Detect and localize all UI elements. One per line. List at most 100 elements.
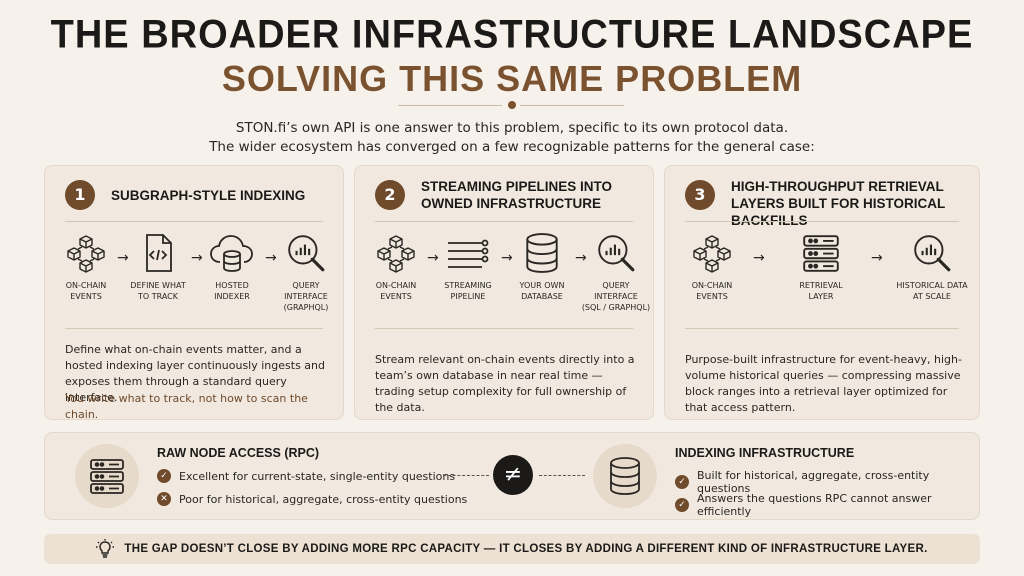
flow-step-retrieval-layer: RETRIEVAL LAYER [786, 232, 856, 302]
step-label: RETRIEVAL [799, 281, 843, 290]
card-description: Define what on-chain events matter, and … [65, 343, 325, 404]
flow-diagram: ON-CHAIN EVENTS → STREAMING PIPELINE → YOU… [361, 232, 650, 322]
intro-text: STON.fi’s own API is one answer to this … [0, 119, 1024, 157]
pattern-card-streaming: 2 STREAMING PIPELINES INTO OWNED INFRAST… [354, 165, 654, 420]
step-label: EVENTS [696, 292, 728, 301]
cloud-database-icon [210, 235, 253, 272]
intro-line-1: STON.fi’s own API is one answer to this … [235, 120, 789, 136]
arrow-right-icon: → [265, 250, 277, 266]
card-number-badge: 3 [685, 180, 715, 210]
server-rack-icon [90, 459, 124, 494]
point-text: Built for historical, aggregate, cross-e… [697, 469, 930, 495]
card-divider [375, 328, 633, 329]
step-label: AT SCALE [913, 292, 951, 301]
dashed-connector-left [443, 475, 489, 476]
arrow-right-icon: → [191, 250, 203, 266]
card-divider [65, 221, 323, 222]
code-file-icon [146, 234, 172, 272]
flow-step-define-track: DEFINE WHAT TO TRACK [123, 232, 193, 302]
dashed-connector-right [539, 475, 585, 476]
flow-step-query-interface: QUERY INTERFACE (GRAPHQL) [271, 232, 341, 313]
indexing-icon-circle [593, 444, 657, 508]
rpc-icon-circle [75, 444, 139, 508]
step-label: PIPELINE [450, 292, 486, 301]
magnifier-chart-icon [287, 234, 325, 272]
flow-step-query-interface: QUERY INTERFACE (SQL / GRAPHQL) [581, 232, 651, 313]
arrow-right-icon: → [575, 250, 587, 266]
footer-banner: THE GAP DOESN’T CLOSE BY ADDING MORE RPC… [44, 534, 980, 564]
pattern-card-subgraph: 1 SUBGRAPH-STYLE INDEXING ON-CHAIN EVENTS… [44, 165, 344, 421]
step-label: EVENTS [70, 292, 102, 301]
arrow-right-icon: → [427, 250, 439, 266]
card-title: SUBGRAPH-STYLE INDEXING [111, 187, 306, 203]
rpc-title: RAW NODE ACCESS (RPC) [157, 446, 320, 460]
step-label: YOUR OWN [519, 281, 565, 290]
title-divider-dot [508, 101, 516, 109]
flow-step-own-database: YOUR OWN DATABASE [507, 232, 577, 302]
check-icon: ✓ [675, 498, 689, 512]
page-subtitle: SOLVING THIS SAME PROBLEM [221, 58, 803, 99]
step-label: LAYER [808, 292, 834, 301]
card-emphasis: You write what to track, not how to scan… [65, 392, 308, 421]
step-label: (SQL / GRAPHQL) [581, 303, 651, 312]
step-label: QUERY INTERFACE [594, 281, 638, 301]
indexing-point-1: ✓ Built for historical, aggregate, cross… [675, 469, 979, 495]
step-label: ON-CHAIN [65, 281, 107, 290]
footer-text: THE GAP DOESN’T CLOSE BY ADDING MORE RPC… [124, 543, 928, 555]
card-number-badge: 1 [65, 180, 95, 210]
flow-step-streaming-pipeline: STREAMING PIPELINE [433, 232, 503, 302]
flow-step-hosted-indexer: HOSTED INDEXER [197, 232, 267, 302]
card-divider [685, 221, 959, 222]
database-icon [526, 233, 558, 273]
arrow-right-icon: → [117, 250, 129, 266]
cross-icon: ✕ [157, 492, 171, 506]
blockchain-cubes-icon [693, 235, 731, 273]
comparison-panel: RAW NODE ACCESS (RPC) ✓ Excellent for cu… [44, 432, 980, 520]
flow-step-onchain-events: ON-CHAIN EVENTS [51, 232, 121, 302]
rpc-point-pro: ✓ Excellent for current-state, single-en… [157, 469, 455, 483]
step-label: DATABASE [521, 292, 563, 301]
intro-line-2: The wider ecosystem has converged on a f… [209, 139, 815, 155]
flow-step-onchain-events: ON-CHAIN EVENTS [361, 232, 431, 302]
card-number-badge: 2 [375, 180, 405, 210]
step-label: INDEXER [214, 292, 250, 301]
step-label: QUERY INTERFACE [284, 281, 328, 301]
check-icon: ✓ [157, 469, 171, 483]
magnifier-chart-icon [597, 234, 635, 272]
title-divider-right [520, 105, 624, 106]
streaming-lines-icon [448, 239, 489, 268]
arrow-right-icon: → [501, 250, 513, 266]
card-title: STREAMING PIPELINES INTO OWNED INFRASTRU… [421, 179, 613, 211]
step-label: HOSTED [215, 281, 249, 290]
blockchain-cubes-icon [67, 235, 105, 273]
step-label: EVENTS [380, 292, 412, 301]
point-text: Answers the questions RPC cannot answer … [697, 492, 932, 518]
arrow-right-icon: → [753, 250, 765, 266]
card-divider [375, 221, 633, 222]
step-label: STREAMING [444, 281, 492, 290]
flow-diagram: ON-CHAIN EVENTS → DEFINE WHAT TO TRACK → H… [51, 232, 337, 322]
lightbulb-icon [96, 539, 115, 558]
page-title: THE BROADER INFRASTRUCTURE LANDSCAPE [50, 12, 974, 58]
database-icon [610, 457, 640, 495]
title-divider-left [398, 105, 502, 106]
step-label: ON-CHAIN [691, 281, 733, 290]
point-text: Poor for historical, aggregate, cross-en… [179, 492, 468, 506]
arrow-right-icon: → [871, 250, 883, 266]
rpc-point-con: ✕ Poor for historical, aggregate, cross-… [157, 492, 467, 506]
step-label: TO TRACK [137, 292, 178, 301]
step-label: DEFINE WHAT [130, 281, 186, 290]
card-title: HIGH-THROUGHPUT RETRIEVAL LAYERS BUILT F… [731, 179, 946, 228]
not-equal-icon: ≠ [493, 455, 533, 495]
card-divider [685, 328, 959, 329]
step-label: (GRAPHQL) [283, 303, 329, 312]
indexing-point-2: ✓ Answers the questions RPC cannot answe… [675, 492, 979, 518]
magnifier-chart-icon [913, 234, 951, 272]
indexing-title: INDEXING INFRASTRUCTURE [675, 446, 855, 460]
card-description: Purpose-built infrastructure for event-h… [685, 353, 962, 414]
blockchain-cubes-icon [377, 235, 415, 273]
card-divider [65, 328, 323, 329]
server-rack-icon [803, 235, 839, 272]
step-label: ON-CHAIN [375, 281, 417, 290]
